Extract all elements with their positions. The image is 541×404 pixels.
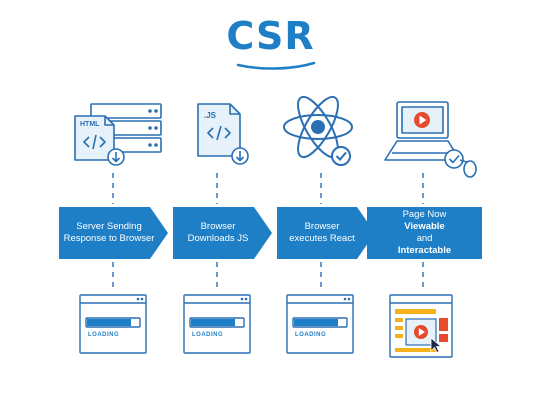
js-file-label: .JS	[204, 111, 217, 120]
mouse-cursor-icon	[430, 337, 443, 354]
dashed-connectors	[112, 173, 424, 292]
js-file-download-icon	[197, 103, 249, 165]
html-file-label: HTML	[80, 121, 100, 128]
title-underline	[236, 61, 316, 70]
server-html-download-icon	[74, 103, 162, 166]
loading-progress-fill-3	[294, 319, 338, 326]
step-label-4: Page Now Viewable and Interactable	[397, 209, 452, 256]
loading-progress-fill-2	[191, 319, 235, 326]
step-arrows	[59, 207, 482, 259]
loading-label-1: LOADING	[88, 332, 120, 338]
loading-label-2: LOADING	[192, 332, 224, 338]
step-arrow-3	[277, 207, 375, 259]
laptop-video-icon	[384, 101, 477, 178]
react-atom-icon	[283, 95, 353, 166]
loading-label-3: LOADING	[295, 332, 327, 338]
step-arrow-2	[173, 207, 272, 259]
step-box-4	[367, 207, 482, 259]
loading-progress-fill-1	[87, 319, 131, 326]
step-arrow-1	[59, 207, 168, 259]
diagram-title: CSR	[226, 14, 315, 58]
